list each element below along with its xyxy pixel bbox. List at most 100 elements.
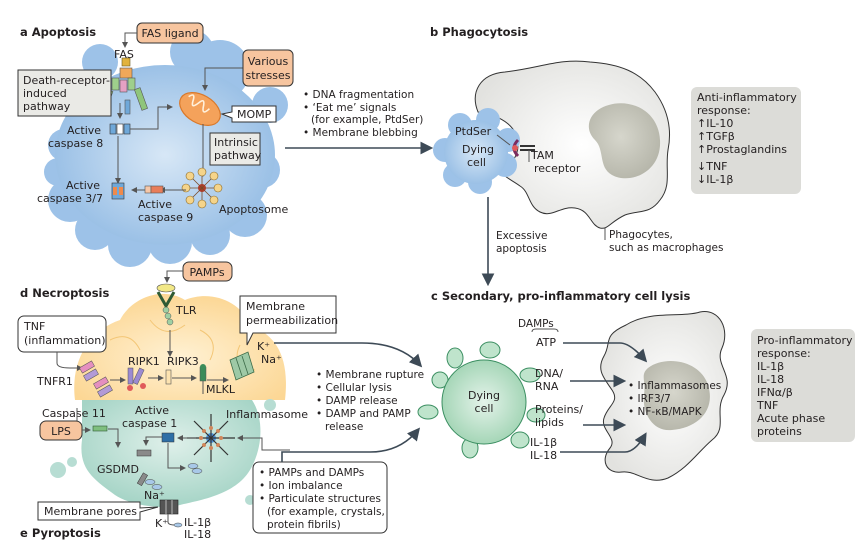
- svg-text:TNF: TNF: [23, 320, 45, 333]
- active-caspase8-label: Active: [67, 124, 101, 137]
- svg-text:↓TNF: ↓TNF: [697, 160, 728, 173]
- signal-il1b: IL-1β: [530, 436, 557, 449]
- pyroptotic-cell: [50, 399, 276, 507]
- damps-label: DAMPs: [518, 318, 554, 330]
- dying-cell-label-2: cell: [467, 156, 486, 169]
- dying-cell-label: Dying: [462, 143, 494, 156]
- signal-dna: DNA/: [535, 367, 563, 380]
- mlkl-icon: [199, 364, 207, 382]
- k-ion-label-d: K⁺: [257, 340, 270, 353]
- active-caspase37-label-2: caspase 3/7: [37, 192, 103, 205]
- caspase11-label: Caspase 11: [42, 407, 106, 420]
- mlkl-label: MLKL: [206, 383, 236, 396]
- caspase9-icon: [144, 185, 164, 194]
- pyroptosis-triggers-box: • PAMPs and DAMPs • Ion imbalance • Part…: [252, 461, 388, 534]
- anti-inflammatory-response-box: Anti-inflammatory response: ↑IL-10 ↑TGFβ…: [691, 87, 801, 194]
- svg-text:pathway: pathway: [214, 149, 262, 162]
- svg-text:• Ion imbalance: • Ion imbalance: [259, 480, 343, 492]
- svg-text:response:: response:: [757, 347, 811, 360]
- caspase8-icon: [109, 123, 131, 135]
- signal-atp: ATP: [536, 336, 556, 349]
- tam-receptor-icon: [512, 138, 535, 158]
- svg-text:• IRF3/7: • IRF3/7: [628, 393, 671, 405]
- svg-text:Anti-inflammatory: Anti-inflammatory: [697, 91, 797, 104]
- apoptosis-outputs-list: • DNA fragmentation • ‘Eat me’ signals (…: [303, 89, 423, 139]
- active-caspase1-label: Active: [135, 404, 169, 417]
- svg-text:Pro-inflammatory: Pro-inflammatory: [757, 334, 853, 347]
- svg-text:PAMPs: PAMPs: [189, 266, 224, 279]
- svg-text:• Membrane rupture: • Membrane rupture: [316, 369, 424, 381]
- na-ion-label-e: Na⁺: [144, 489, 165, 502]
- membrane-channel-icon: [229, 351, 255, 381]
- mitochondrion-icon: [179, 92, 221, 126]
- phagocytes-label: Phagocytes,: [609, 229, 673, 241]
- svg-text:protein fibrils): protein fibrils): [267, 519, 341, 531]
- svg-text:• PAMPs and DAMPs: • PAMPs and DAMPs: [259, 467, 364, 479]
- apoptotic-cell: [44, 30, 288, 267]
- ripk3-label: RIPK3: [167, 355, 199, 368]
- svg-text:release: release: [325, 421, 363, 433]
- apoptosome-icon: [181, 167, 223, 209]
- caspase11-icon: [92, 425, 108, 432]
- tlr-icon: [156, 283, 176, 326]
- svg-text:• NF-κB/MAPK: • NF-κB/MAPK: [628, 406, 703, 418]
- intrinsic-pathway-box: Intrinsic pathway: [209, 132, 262, 166]
- signal-rna: RNA: [535, 380, 559, 393]
- il1b-label-e: IL-1β: [184, 516, 211, 529]
- tnfr1-icon: [79, 360, 113, 398]
- il-vesicles: [144, 463, 203, 490]
- panel-c-title: c Secondary, pro-inflammatory cell lysis: [431, 289, 690, 303]
- ripk3-icon: [165, 369, 172, 385]
- intracellular-pathways-list: • Inflammasomes • IRF3/7 • NF-κB/MAPK: [628, 380, 721, 418]
- svg-text:IL-1β: IL-1β: [757, 360, 784, 373]
- excessive-apoptosis-label: Excessive: [496, 230, 547, 242]
- phagocytes-label-2: such as macrophages: [609, 242, 723, 254]
- svg-text:• DNA fragmentation: • DNA fragmentation: [303, 89, 414, 101]
- death-receptor-pathway-box: Death-receptor- induced pathway: [17, 69, 112, 117]
- svg-text:pathway: pathway: [23, 100, 71, 113]
- membrane-pore-icon: [159, 499, 179, 515]
- phagocyte-macrophage: [474, 60, 670, 229]
- tam-label: TAM: [530, 149, 554, 162]
- svg-text:IFNα/β: IFNα/β: [757, 386, 793, 399]
- panel-a-title: a Apoptosis: [20, 25, 96, 39]
- caspase37-icon: [111, 182, 125, 200]
- active-caspase9-label-2: caspase 9: [138, 211, 193, 224]
- svg-text:stresses: stresses: [245, 69, 290, 82]
- svg-text:LPS: LPS: [51, 425, 71, 438]
- inflammasome-icon: [187, 414, 235, 462]
- svg-text:proteins: proteins: [757, 425, 802, 438]
- svg-text:(for example, crystals,: (for example, crystals,: [267, 506, 385, 518]
- svg-text:• Inflammasomes: • Inflammasomes: [628, 380, 721, 392]
- tlr-label: TLR: [175, 304, 197, 317]
- lysis-outputs-list: • Membrane rupture • Cellular lysis • DA…: [316, 369, 424, 433]
- svg-text:(inflammation): (inflammation): [24, 334, 106, 347]
- gsdmd-label: GSDMD: [97, 463, 139, 476]
- signal-proteins: Proteins/: [535, 403, 583, 416]
- svg-text:TNF: TNF: [756, 399, 778, 412]
- svg-text:↓IL-1β: ↓IL-1β: [697, 173, 733, 186]
- active-caspase37-label: Active: [66, 179, 100, 192]
- fas-label: FAS: [114, 48, 134, 61]
- membrane-pores-callout: Membrane pores: [37, 501, 159, 521]
- svg-text:• DAMP and PAMP: • DAMP and PAMP: [316, 408, 411, 420]
- svg-text:• ‘Eat me’ signals: • ‘Eat me’ signals: [303, 102, 396, 114]
- svg-text:↑Prostaglandins: ↑Prostaglandins: [697, 143, 787, 156]
- svg-text:MOMP: MOMP: [237, 108, 272, 121]
- svg-text:Intrinsic: Intrinsic: [214, 136, 258, 149]
- panel-b-title: b Phagocytosis: [430, 25, 528, 39]
- svg-text:FAS ligand: FAS ligand: [141, 27, 198, 40]
- membrane-permeabilization-callout: Membrane permeabilization: [239, 295, 338, 346]
- tnfr1-label: TNFR1: [36, 375, 73, 388]
- svg-text:response:: response:: [697, 104, 751, 117]
- svg-text:Membrane: Membrane: [246, 300, 305, 313]
- ripk1-icon: [127, 367, 146, 391]
- ripk1-label: RIPK1: [128, 355, 160, 368]
- svg-text:• DAMP release: • DAMP release: [316, 395, 398, 407]
- tnf-inflammation-box: TNF (inflammation): [17, 315, 107, 353]
- signal-lipids: lipids: [535, 416, 564, 429]
- k-ion-label-e: K⁺: [155, 517, 168, 530]
- svg-text:Membrane pores: Membrane pores: [44, 505, 137, 518]
- receptor-label: receptor: [534, 162, 581, 175]
